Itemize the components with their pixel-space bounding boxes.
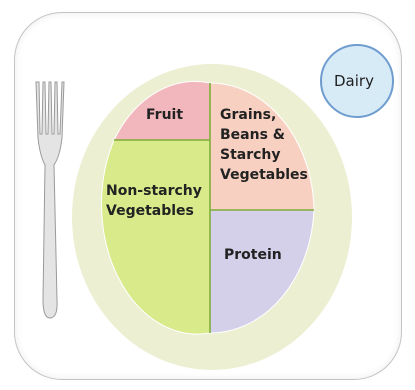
fruit-label-line: Fruit — [146, 105, 183, 125]
grains-label-line: Starchy — [220, 145, 315, 165]
dairy-label: Dairy — [334, 71, 374, 91]
grains-label-line: Vegetables — [220, 165, 315, 185]
non-starchy-label: Non-starchy Vegetables — [106, 181, 206, 221]
fruit-label: Fruit — [146, 105, 183, 125]
grains-label: Grains, Beans & Starchy Vegetables — [220, 105, 315, 185]
grains-label-line: Grains, — [220, 105, 315, 125]
grains-label-line: Beans & — [220, 125, 315, 145]
non-starchy-label-line: Vegetables — [106, 201, 206, 221]
protein-label: Protein — [224, 245, 282, 265]
non-starchy-label-line: Non-starchy — [106, 181, 206, 201]
protein-label-line: Protein — [224, 245, 282, 265]
fork-icon — [36, 82, 64, 318]
